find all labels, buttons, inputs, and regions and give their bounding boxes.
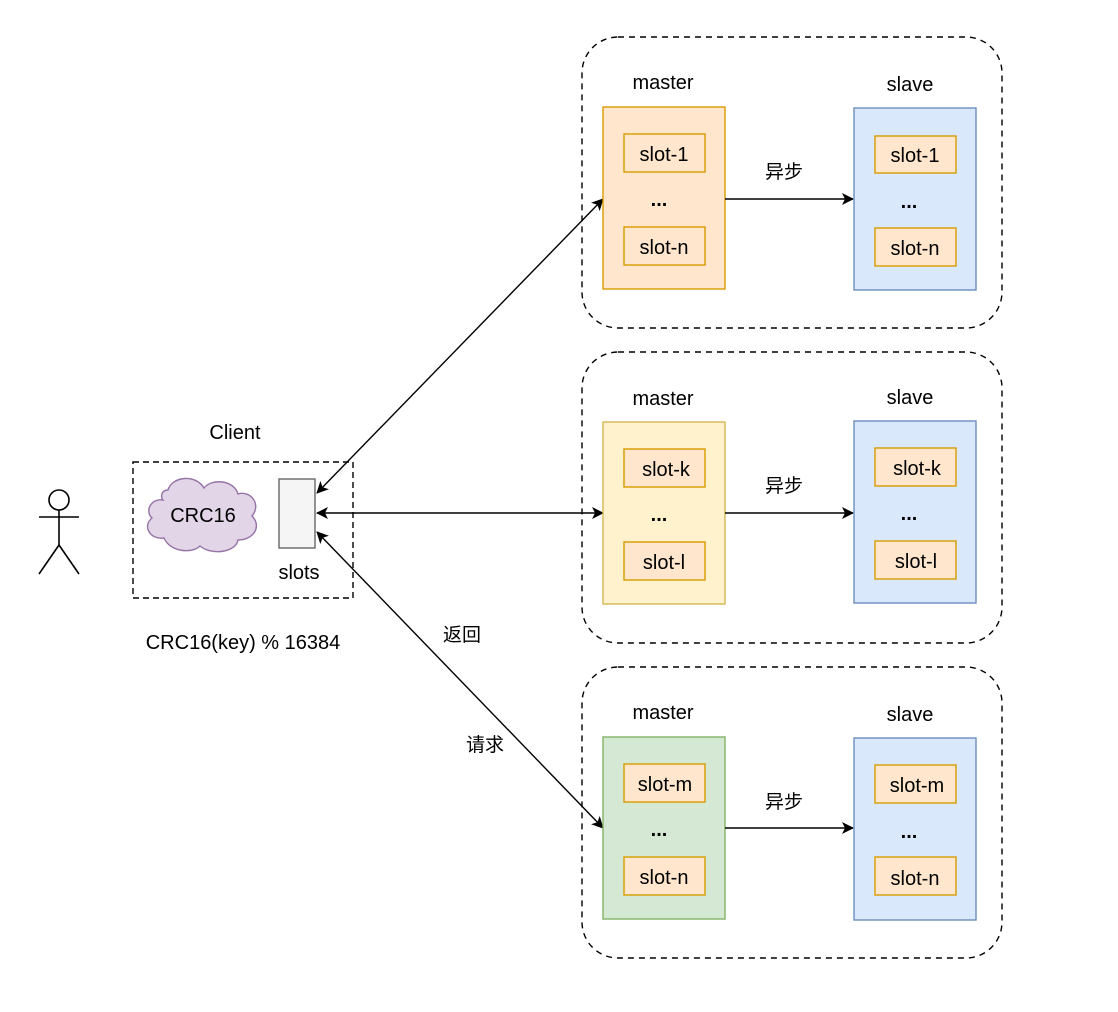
sync-label: 异步 [765,791,803,813]
hash-formula: CRC16(key) % 16384 [146,632,341,654]
shard-group-3-border [581,666,1003,959]
shard-group-1: master slot-1 ... slot-n 异步 slave slot-1… [581,36,1003,329]
crc16-label: CRC16 [170,505,236,527]
master-title: master [632,388,693,410]
cloud-shape [146,477,257,553]
slot-box[interactable] [623,763,706,803]
slot-label: slot-k [893,458,942,480]
slot-box[interactable] [874,135,957,174]
crc16-cloud[interactable]: CRC16 [146,477,257,553]
slot-label: slot-1 [640,144,689,166]
slot-box[interactable] [874,856,957,896]
slot-label: slot-n [640,237,689,259]
ellipsis: ... [651,819,668,841]
slots-box[interactable] [278,478,316,549]
ellipsis: ... [901,821,918,843]
ellipsis: ... [651,189,668,211]
user-actor-icon [38,489,80,575]
master-title: master [632,72,693,94]
slot-label: slot-l [895,551,937,573]
slot-box[interactable] [623,448,706,488]
slot-box[interactable] [623,226,706,266]
shard-group-3: master slot-m ... slot-n 异步 slave slot-m… [581,666,1003,959]
slot-box[interactable] [623,541,706,581]
ellipsis: ... [901,191,918,213]
slot-box[interactable] [874,227,957,267]
slot-label: slot-m [890,775,944,797]
slave-title: slave [887,74,934,96]
slot-box[interactable] [874,447,957,487]
ellipsis: ... [651,504,668,526]
request-label: 请求 [466,734,504,756]
master-title: master [632,702,693,724]
slot-box[interactable] [623,133,706,173]
return-label: 返回 [443,624,481,646]
sync-label: 异步 [765,475,803,497]
slot-label: slot-n [891,868,940,890]
shard-group-2: master slot-k ... slot-l 异步 slave slot-k… [581,351,1003,644]
slot-box[interactable] [874,764,957,804]
slave-title: slave [887,704,934,726]
slot-label: slot-k [642,459,691,481]
edge-client-master-3[interactable] [316,531,604,829]
slot-label: slot-n [891,238,940,260]
ellipsis: ... [901,503,918,525]
slot-box[interactable] [874,540,957,580]
slot-box[interactable] [623,856,706,896]
slot-label: slot-1 [891,145,940,167]
slot-label: slot-n [640,867,689,889]
slots-label: slots [278,562,319,584]
sync-label: 异步 [765,161,803,183]
client-container[interactable] [132,461,354,599]
slot-label: slot-l [643,552,685,574]
shard-group-1-border [581,36,1003,329]
client-title: Client [209,422,261,444]
shard-group-2-border [581,351,1003,644]
slave-title: slave [887,387,934,409]
edge-client-master-1[interactable] [316,198,604,494]
slot-label: slot-m [638,774,692,796]
